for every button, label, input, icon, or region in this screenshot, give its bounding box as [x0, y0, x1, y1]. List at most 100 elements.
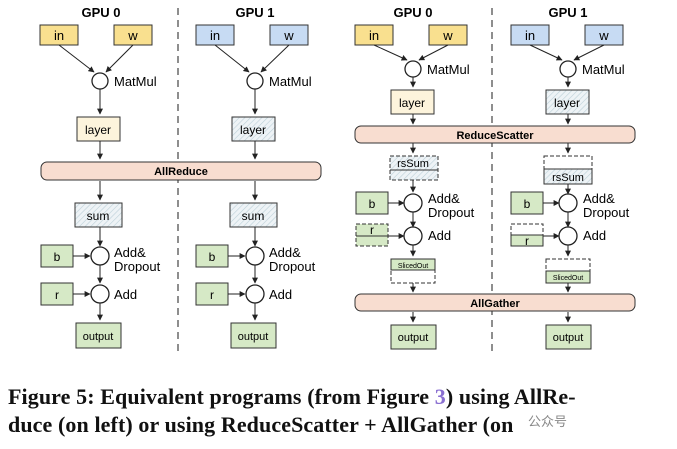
layer-label: layer: [554, 96, 580, 110]
sum-box: [229, 202, 278, 228]
add-dropout-node: [558, 193, 578, 213]
output-box: [390, 324, 437, 350]
matmul-label: MatMul: [582, 62, 625, 77]
right-panel: GPU 0 GPU 1 in w MatMul layer rsSum b: [354, 5, 636, 355]
add-node: [90, 284, 110, 304]
allreduce-label: AllReduce: [154, 166, 208, 178]
slicedout-label: SlicedOut: [553, 275, 583, 282]
add-dropout-label-line1: Add&: [269, 245, 301, 260]
add-dropout-node: [245, 246, 265, 266]
slicedout-slice: [390, 258, 436, 271]
figure-reference-link[interactable]: 3: [434, 384, 446, 409]
arrow: [58, 44, 95, 73]
matmul-label: MatMul: [269, 74, 312, 89]
layer-box: [231, 116, 276, 142]
arrow: [260, 44, 290, 73]
sum-box: [74, 202, 123, 228]
r-label: r: [210, 288, 214, 302]
output-box: [230, 322, 277, 349]
left-gpu0-column: in w MatMul layer sum b Add& Dropout r: [39, 24, 161, 349]
add-dropout-label-line1: Add&: [114, 245, 146, 260]
caption-line1-post: ) using AllRe-: [445, 384, 576, 409]
r-label: r: [525, 234, 529, 248]
add-dropout-label-line2: Dropout: [428, 205, 475, 220]
output-box: [545, 324, 592, 350]
arrow: [418, 44, 449, 61]
r-box: [355, 223, 389, 247]
arrow: [214, 44, 250, 73]
right-gpu1-column: in w MatMul layer rsSum b Add& Dropout: [510, 24, 630, 350]
add-dropout-label-line1: Add&: [428, 191, 460, 206]
layer-label: layer: [85, 123, 111, 137]
matmul-node: [246, 72, 264, 90]
output-label: output: [238, 331, 269, 343]
figure-caption: Figure 5: Equivalent programs (from Figu…: [8, 383, 673, 439]
matmul-node: [91, 72, 109, 90]
output-label: output: [553, 332, 584, 344]
add-node: [245, 284, 265, 304]
left-gpu0-title: GPU 0: [81, 5, 120, 20]
rssum-label: rsSum: [552, 172, 584, 184]
output-label: output: [398, 332, 429, 344]
add-label: Add: [583, 228, 606, 243]
add-dropout-label-line2: Dropout: [583, 205, 630, 220]
in-label: in: [210, 28, 220, 43]
add-label: Add: [428, 228, 451, 243]
layer-label: layer: [240, 123, 266, 137]
matmul-node: [404, 60, 422, 78]
b-label: b: [524, 197, 531, 211]
matmul-label: MatMul: [114, 74, 157, 89]
reducescatter-label: ReduceScatter: [456, 130, 534, 142]
add-dropout-label-line1: Add&: [583, 191, 615, 206]
sum-label: sum: [242, 209, 265, 223]
b-label: b: [369, 197, 376, 211]
output-box: [75, 322, 122, 349]
add-node: [403, 226, 423, 246]
in-label: in: [525, 28, 535, 43]
arrow: [373, 44, 408, 61]
w-label: w: [598, 28, 609, 43]
rssum-box: [389, 155, 439, 181]
w-label: w: [283, 28, 294, 43]
caption-line-2: duce (on left) or using ReduceScatter + …: [8, 412, 514, 437]
add-node: [558, 226, 578, 246]
in-label: in: [54, 28, 64, 43]
add-dropout-node: [403, 193, 423, 213]
allreduce-bar: [40, 161, 322, 181]
caption-line-1: Figure 5: Equivalent programs (from Figu…: [8, 383, 673, 411]
allgather-label: AllGather: [470, 298, 520, 310]
b-label: b: [209, 250, 216, 264]
caption-line1-pre: Figure 5: Equivalent programs (from Figu…: [8, 384, 435, 409]
add-dropout-label-line2: Dropout: [269, 259, 316, 274]
add-dropout-label-line2: Dropout: [114, 259, 161, 274]
add-label: Add: [269, 287, 292, 302]
allgather-bar: [354, 293, 636, 312]
add-dropout-node: [90, 246, 110, 266]
left-gpu1-column: in w MatMul layer sum b Add& Dropout r: [195, 24, 316, 349]
layer-label: layer: [399, 96, 425, 110]
arrow: [529, 44, 563, 61]
matmul-label: MatMul: [427, 62, 470, 77]
left-gpu1-title: GPU 1: [235, 5, 274, 20]
b-label: b: [54, 250, 61, 264]
sum-label: sum: [87, 209, 110, 223]
diagram: GPU 0 GPU 1 in w MatMul layer sum b Add&: [39, 5, 636, 355]
r-label: r: [55, 288, 59, 302]
w-label: w: [127, 28, 138, 43]
watermark: 公众号: [528, 415, 568, 430]
r-slice: [510, 234, 544, 247]
matmul-node: [559, 60, 577, 78]
right-gpu1-title: GPU 1: [548, 5, 587, 20]
arrow: [573, 44, 605, 61]
in-label: in: [369, 28, 379, 43]
right-gpu0-title: GPU 0: [393, 5, 432, 20]
slicedout-label: SlicedOut: [398, 263, 428, 270]
layer-box: [545, 89, 590, 115]
rssum-label: rsSum: [397, 158, 429, 170]
add-label: Add: [114, 287, 137, 302]
right-gpu0-column: in w MatMul layer rsSum b Add& Dropout: [354, 24, 475, 350]
layer-box: [76, 116, 121, 142]
reducescatter-bar: [354, 125, 636, 144]
arrow: [105, 44, 134, 73]
output-label: output: [83, 331, 114, 343]
